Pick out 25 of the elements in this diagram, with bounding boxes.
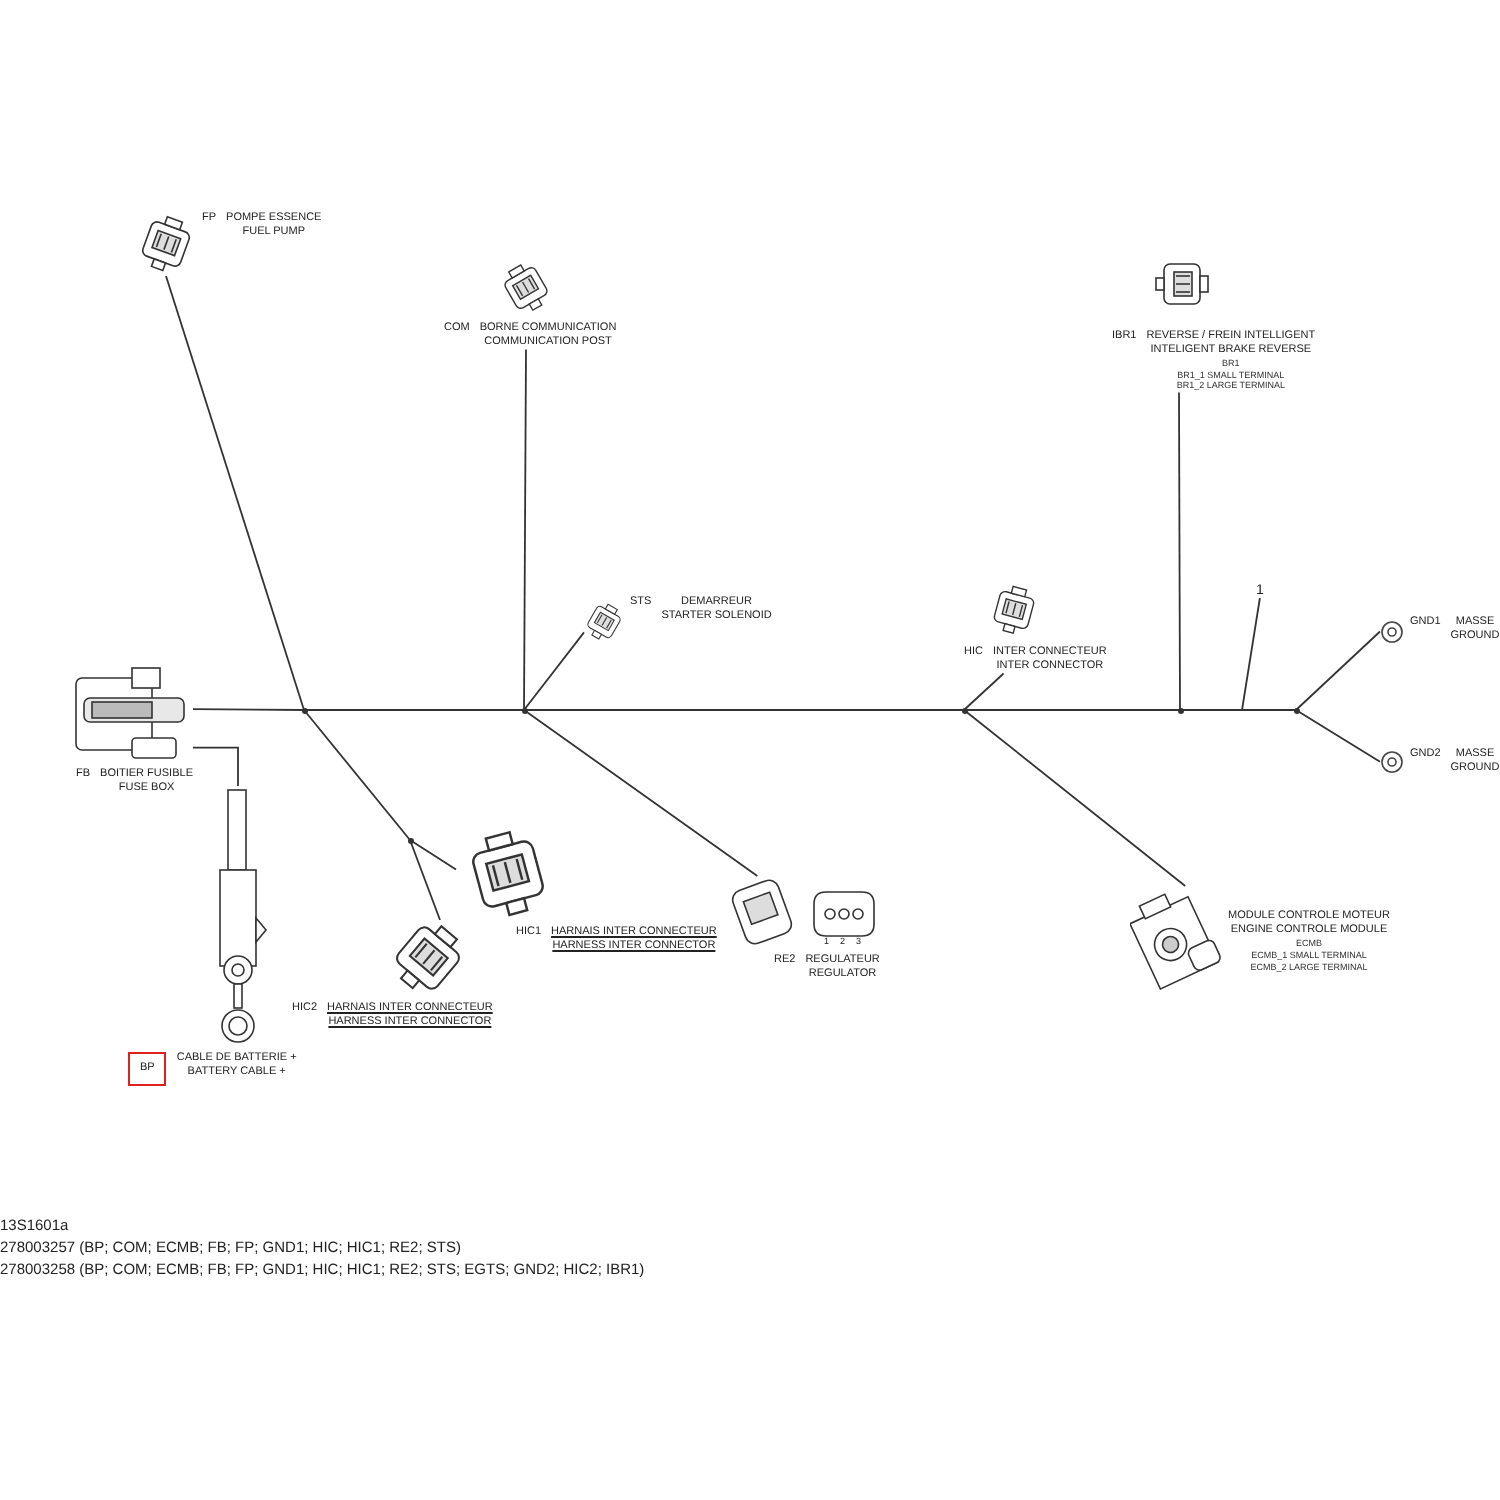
harness-wire	[1295, 709, 1381, 763]
harness-wire	[963, 709, 1187, 887]
wire-junction	[1293, 707, 1299, 713]
harness-wire	[409, 839, 441, 921]
harness-wire	[523, 348, 527, 711]
harness-wire	[192, 708, 305, 711]
harness-wire	[963, 672, 1005, 711]
wire-junction	[1177, 707, 1183, 713]
harness-wire	[1295, 630, 1381, 711]
wire-junction	[407, 837, 413, 843]
harness-wire	[523, 631, 585, 711]
wire-junction	[301, 707, 307, 713]
harness-wire	[303, 709, 525, 711]
harness-wire	[165, 275, 305, 711]
harness-wire	[963, 709, 1181, 711]
leader-line	[1241, 597, 1261, 711]
harness-wire	[1178, 391, 1181, 711]
harness-wire	[523, 709, 759, 877]
wire-junction	[961, 707, 967, 713]
harness-wire	[303, 709, 411, 841]
harness-wire	[409, 839, 457, 871]
wire-junction	[521, 707, 527, 713]
harness-wire	[192, 746, 239, 787]
harness-wire	[1179, 709, 1297, 711]
harness-wire	[523, 709, 965, 711]
